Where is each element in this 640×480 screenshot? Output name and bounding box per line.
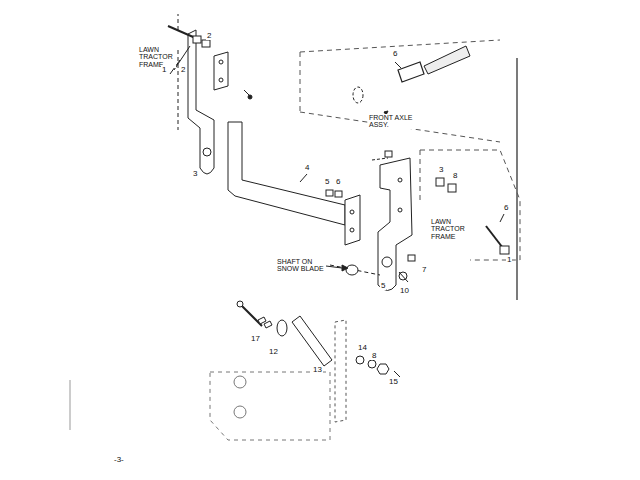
callout-number: 1 <box>161 66 167 74</box>
callout-number: 8 <box>371 352 377 360</box>
callout-number: 8 <box>452 172 458 180</box>
callout-number: 5 <box>324 178 330 186</box>
part-note: SHAFT ON SNOW BLADE <box>276 258 326 273</box>
callout-number: 2 <box>180 66 186 74</box>
callout-number: -3- <box>113 456 125 464</box>
callout-number: 5 <box>380 282 386 290</box>
part-note: FRONT AXLE ASSY. <box>368 114 422 129</box>
callout-number: 6 <box>392 50 398 58</box>
callout-number: 7 <box>421 266 427 274</box>
callout-number: 4 <box>304 164 310 172</box>
callout-number: 10 <box>399 287 410 295</box>
callout-number: 3 <box>438 166 444 174</box>
callout-number: 13 <box>312 366 323 374</box>
callout-number: 12 <box>268 348 279 356</box>
callout-number: 1 <box>506 256 512 264</box>
callout-number: 6 <box>503 204 509 212</box>
callout-number: 2 <box>206 32 212 40</box>
part-note: LAWN TRACTOR FRAME <box>430 218 474 240</box>
callout-number: 15 <box>388 378 399 386</box>
callout-number: 3 <box>192 170 198 178</box>
callout-number: 14 <box>357 344 368 352</box>
callout-number: 17 <box>250 335 261 343</box>
callout-number: 6 <box>335 178 341 186</box>
part-note: LAWN TRACTOR FRAME <box>138 46 176 68</box>
